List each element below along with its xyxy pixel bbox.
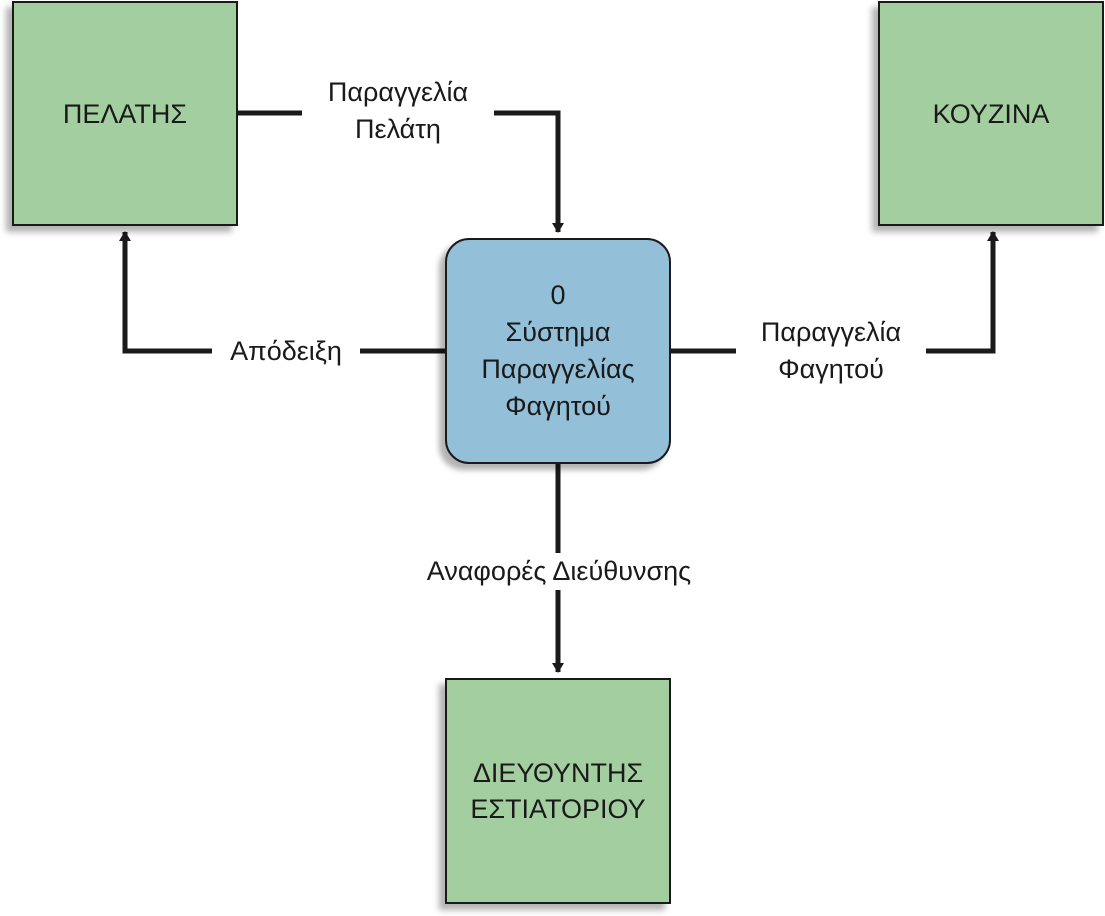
process-name: Σύστημα Παραγγελίας Φαγητού <box>481 317 635 421</box>
entity-kitchen: ΚΟΥΖΙΝΑ <box>878 1 1104 226</box>
entity-customer: ΠΕΛΑΤΗΣ <box>12 1 238 226</box>
flow-label-management-reports: Αναφορές Διεύθυνσης <box>396 553 722 590</box>
process-number: 0 <box>550 280 566 310</box>
entity-manager-label: ΔΙΕΥΘΥΝΤΗΣ ΕΣΤΙΑΤΟΡΙΟΥ <box>470 758 646 824</box>
process-food-ordering-system: 0 Σύστημα Παραγγελίας Φαγητού <box>445 238 671 464</box>
entity-kitchen-label: ΚΟΥΖΙΝΑ <box>932 98 1050 129</box>
entity-restaurant-manager: ΔΙΕΥΘΥΝΤΗΣ ΕΣΤΙΑΤΟΡΙΟΥ <box>445 678 671 904</box>
flow-label-receipt: Απόδειξη <box>212 333 360 370</box>
flow-label-customer-order: Παραγγελία Πελάτη <box>302 74 494 148</box>
entity-customer-label: ΠΕΛΑΤΗΣ <box>62 98 188 129</box>
flow-label-food-order: Παραγγελία Φαγητού <box>736 314 926 388</box>
